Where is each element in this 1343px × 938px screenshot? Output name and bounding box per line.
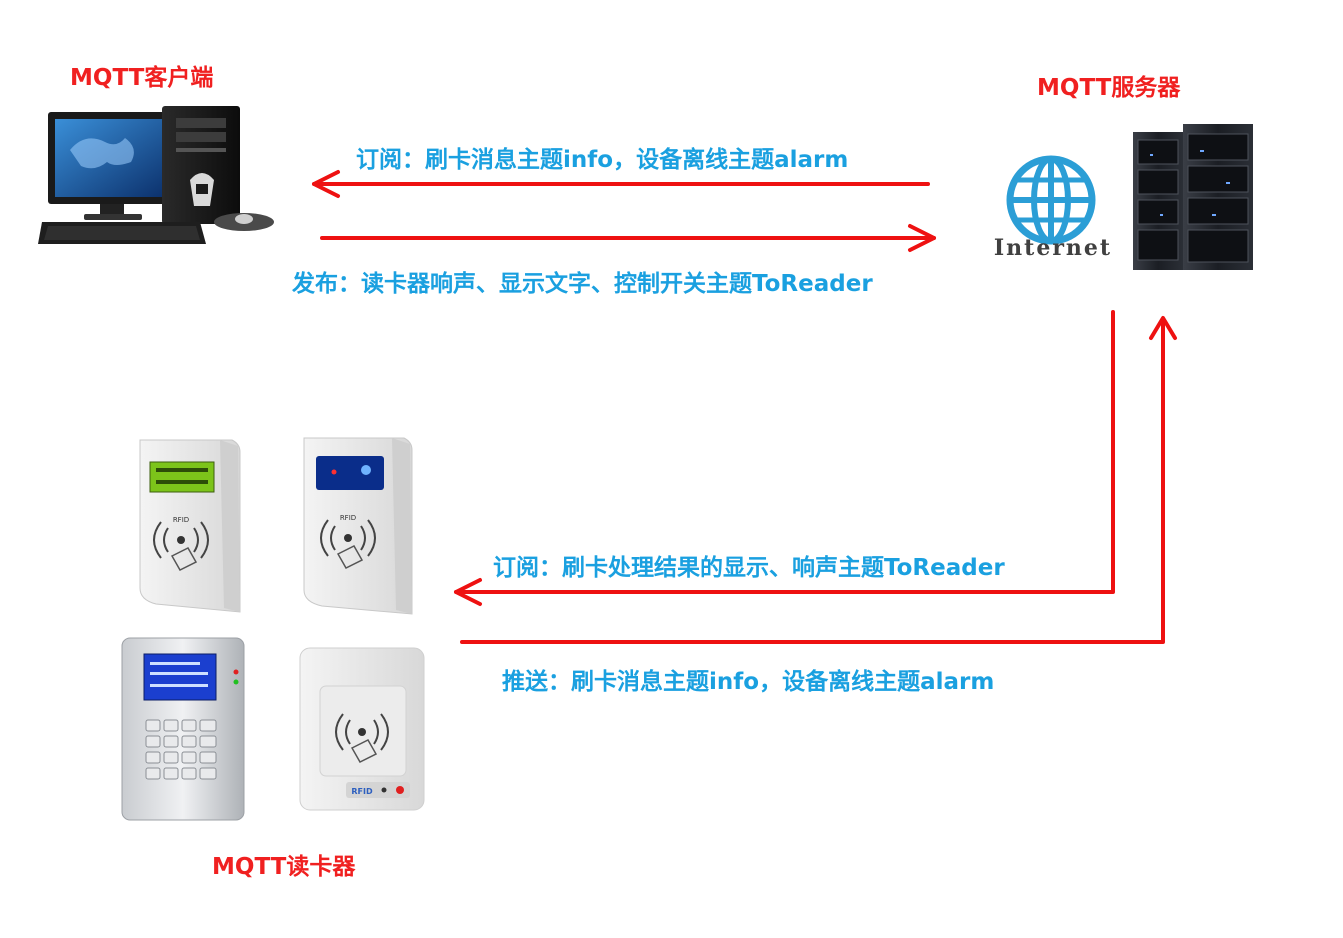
client-subscribe-label: 订阅：刷卡消息主题info，设备离线主题alarm bbox=[356, 147, 849, 173]
client-publish-label: 发布：读卡器响声、显示文字、控制开关主题ToReader bbox=[292, 271, 873, 297]
arrow-reader-to-server-head bbox=[1149, 316, 1177, 340]
client-title: MQTT客户端 bbox=[70, 65, 214, 91]
reader-title: MQTT读卡器 bbox=[212, 854, 356, 880]
reader-subscribe-label: 订阅：刷卡处理结果的显示、响声主题ToReader bbox=[493, 555, 1005, 581]
rfid-badge-text: RFID bbox=[351, 787, 373, 796]
card-reader-keypad-icon bbox=[121, 637, 245, 821]
arrow-reader-to-server bbox=[460, 318, 1165, 644]
svg-text:RFID: RFID bbox=[173, 516, 189, 524]
card-reader-lcd-green-icon: RFID bbox=[139, 439, 241, 613]
server-rack-icon bbox=[1133, 124, 1253, 270]
svg-text:RFID: RFID bbox=[340, 514, 356, 522]
desktop-computer-icon bbox=[38, 106, 274, 244]
internet-globe-icon bbox=[1006, 155, 1096, 245]
arrow-server-to-client-head bbox=[312, 170, 340, 198]
internet-text: Internet bbox=[994, 235, 1112, 261]
card-reader-blue-window-icon: RFID bbox=[303, 437, 413, 615]
card-reader-desktop-icon: RFID bbox=[299, 647, 425, 811]
reader-push-label: 推送：刷卡消息主题info，设备离线主题alarm bbox=[502, 669, 995, 695]
arrow-server-to-reader bbox=[454, 310, 1115, 594]
arrow-client-to-server-head bbox=[908, 224, 936, 252]
arrow-server-to-reader-head bbox=[454, 578, 482, 606]
server-title: MQTT服务器 bbox=[1037, 75, 1181, 101]
